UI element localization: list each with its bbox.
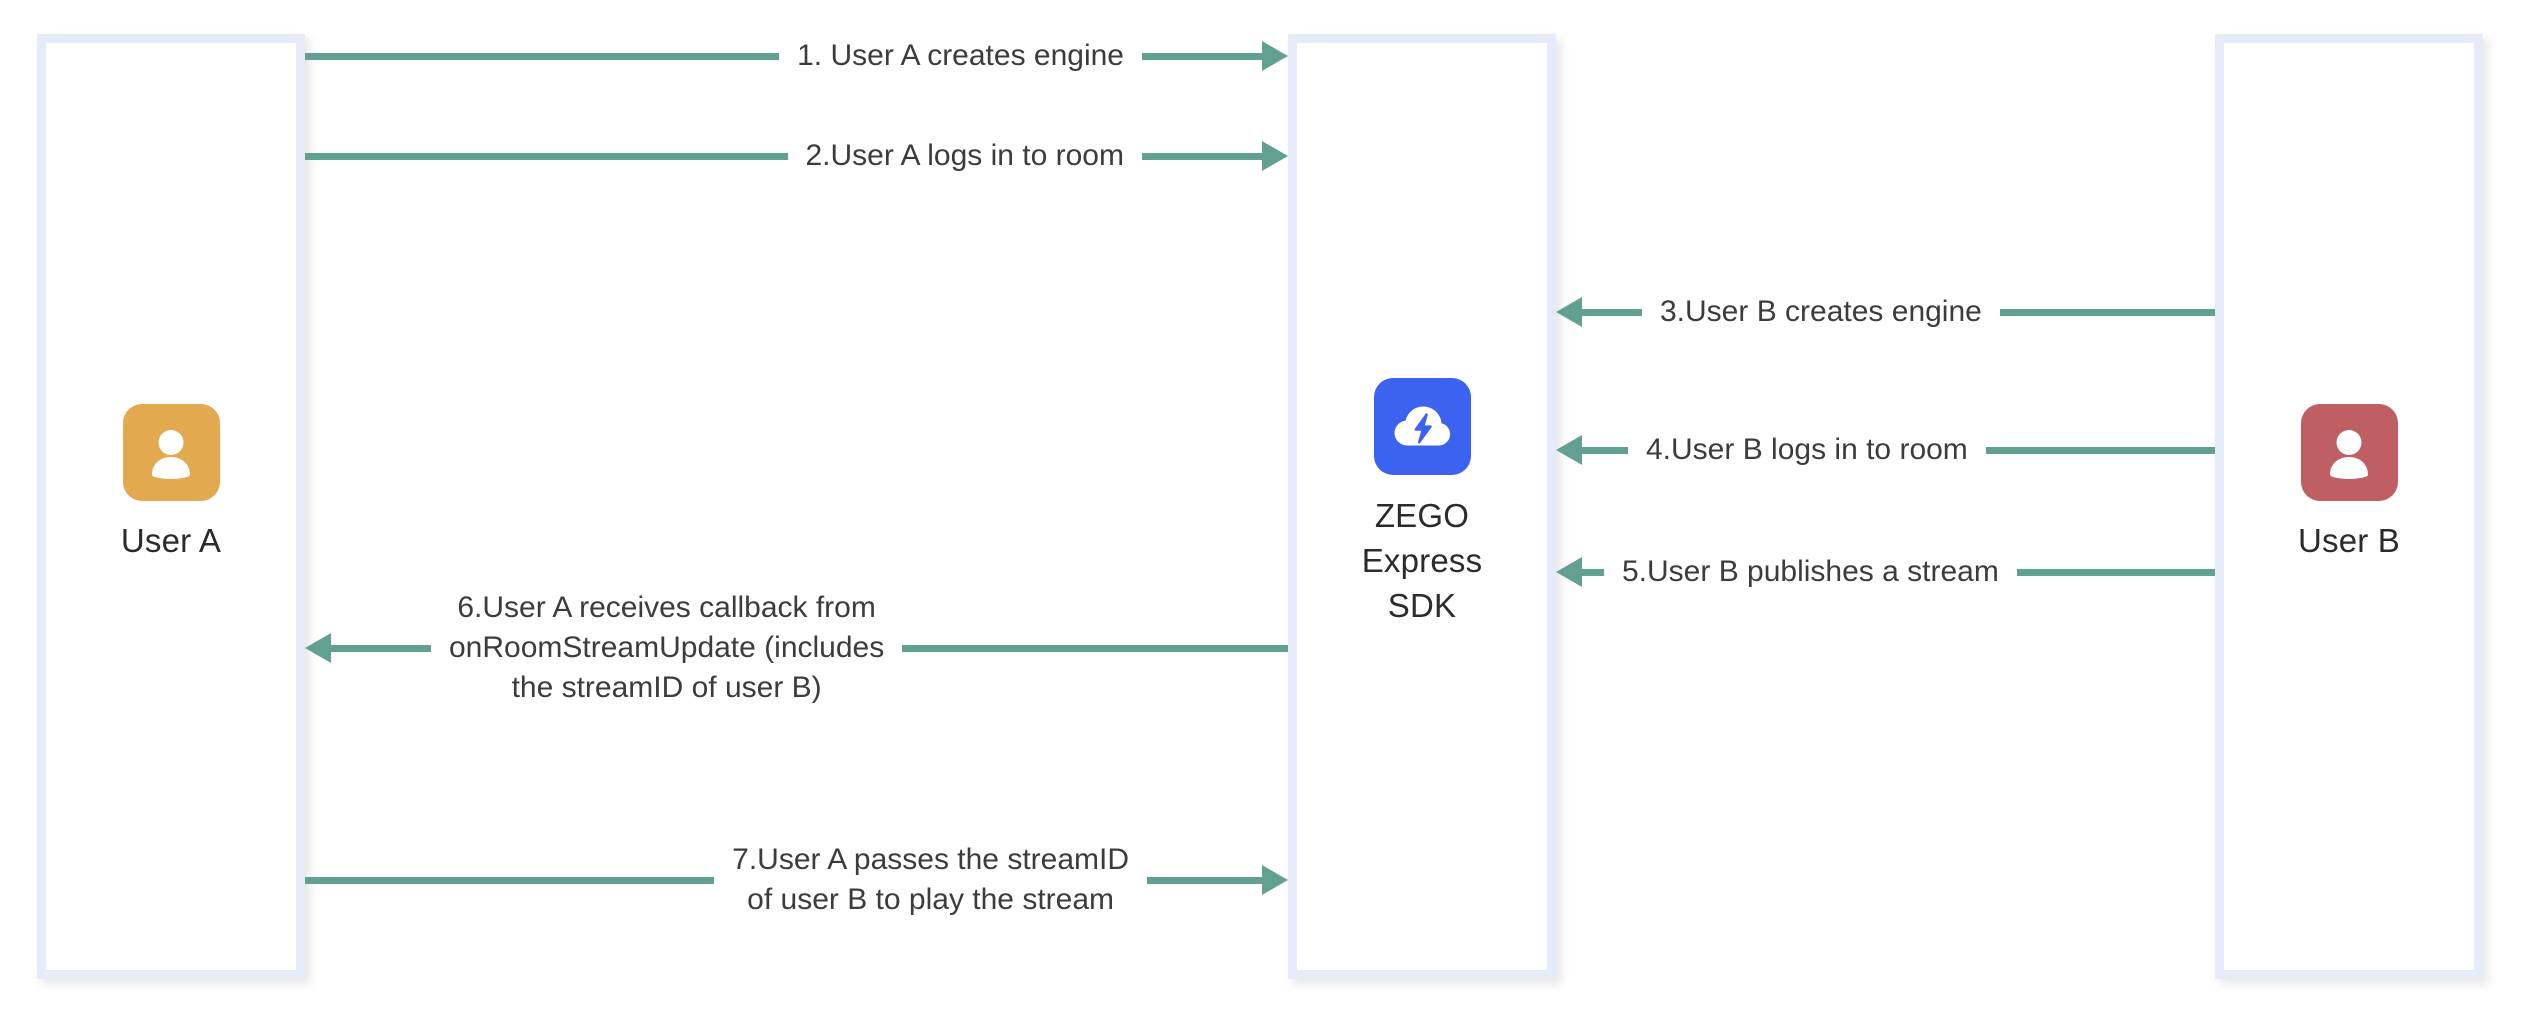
message-line-2-tail [1142,152,1262,160]
actor-zego-express-sdk: ZEGO Express SDK [1288,378,1556,628]
actor-user-a: User A [37,404,305,563]
message-line-1-tail [1142,52,1262,60]
user-avatar-icon [2300,404,2398,501]
message-line-2 [305,152,788,160]
message-line-5 [2016,568,2215,576]
message-line-1 [305,52,780,60]
actor-user-b: User B [2215,404,2483,563]
arrowhead-left-icon [305,633,331,663]
message-line-6 [902,644,1288,652]
zego-cloud-lightning-icon [1373,378,1471,475]
message-line-3-head [1582,308,1642,316]
lifeline-user-b [2215,34,2483,979]
message-line-4-head [1582,446,1628,454]
message-label-1: 1. User A creates engine [797,39,1124,72]
message-label-5: 5.User B publishes a stream [1622,555,1999,588]
arrowhead-right-icon [1262,141,1288,171]
message-label-7: 7.User A passes the streamID of user B t… [732,843,1129,916]
user-avatar-icon [122,404,220,501]
arrowhead-left-icon [1556,435,1582,465]
lifeline-zego-express-sdk [1288,34,1556,979]
message-label-6: 6.User A receives callback from onRoomSt… [449,591,885,704]
actor-label-user-a: User A [120,522,222,559]
message-line-4 [1985,446,2215,454]
arrowhead-left-icon [1556,557,1582,587]
message-line-3 [1999,308,2215,316]
arrowhead-right-icon [1262,865,1288,895]
actor-label-user-b: User B [2297,522,2401,559]
message-label-3: 3.User B creates engine [1660,295,1982,328]
message-line-7 [305,876,715,884]
lifeline-user-a [37,34,305,979]
message-line-6-head [331,644,431,652]
arrowhead-right-icon [1262,41,1288,71]
message-line-5-head [1582,568,1604,576]
message-label-2: 2.User A logs in to room [805,139,1125,172]
actor-label-zego-express-sdk: ZEGO Express SDK [1361,497,1483,624]
message-label-4: 4.User B logs in to room [1646,433,1968,466]
message-line-7-tail [1147,876,1262,884]
arrowhead-left-icon [1556,297,1582,327]
